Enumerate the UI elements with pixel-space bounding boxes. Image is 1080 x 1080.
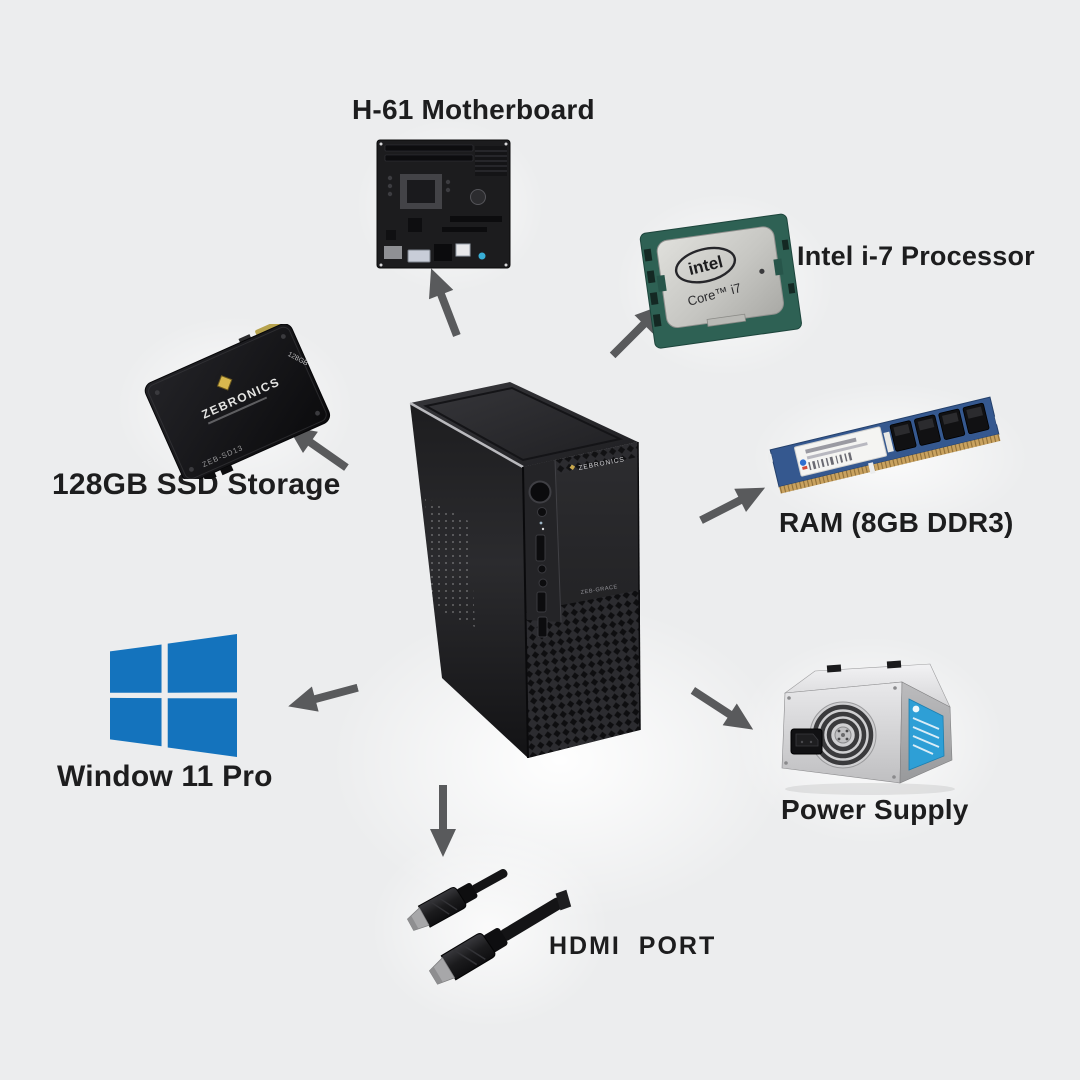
power-supply-label: Power Supply [781,794,969,825]
windows-pane [110,644,162,693]
arrow-shape [287,426,349,471]
hdmi-cables-image [406,868,572,985]
zebronics-diamond-icon [216,375,233,391]
psu-spec-label [908,698,945,771]
windows-label: Window 11 Pro [57,760,273,793]
windows-pane [167,698,237,757]
chipset-heatsink [475,146,507,176]
tower-right-edge [637,441,641,731]
chip-sheen [893,406,983,437]
hdmi-halo [370,828,610,1028]
cpu-edge-contacts [643,239,796,327]
ram-slots [384,144,474,162]
windows-logo-icon [110,634,237,757]
pc-tower-image: ZEBRONICS ZEB-GRACE [409,382,641,759]
usb-port [537,616,548,638]
motherboard-arrow-icon [428,268,461,338]
expansion-slots [442,216,502,232]
arrow-shape [690,687,754,730]
ssd-image: ZEBRONICS 128GB ZEB-SD13 [144,324,331,479]
io-strip-separator [554,459,562,623]
ihs-bottom-tab [706,313,747,327]
io-ports [384,243,486,263]
ssd-screws [154,334,320,472]
cpu-socket [400,174,442,209]
tower-top-face [410,382,638,467]
psu-shadow [785,783,955,795]
windows-pane [167,634,237,693]
tower-top-groove [423,386,624,462]
pin-notch [868,462,876,475]
edge-notch [994,415,1001,425]
ihs-notch [656,274,667,292]
motherboard-label: H-61 Motherboard [352,94,595,125]
processor-arrow-icon [609,304,664,359]
tower-model-text: ZEB-GRACE [580,584,618,596]
edge-notch [768,453,774,463]
audio-jack [538,578,548,588]
ssd-connector-nub [203,471,217,479]
led-indicator [539,521,543,525]
ram-label-sticker [794,426,888,477]
ram-gold-pins [779,434,1001,494]
psu-ac-inlet [790,728,823,755]
psu-hook-tab [886,660,902,669]
ihs-notch [773,258,784,276]
hdmi-plug-small [406,868,508,931]
arrow-shape [430,785,456,857]
processor-image: intel Core™ i7 [639,213,802,349]
tower-front-edge [522,466,529,759]
tower-silver-trim [409,401,524,469]
ssd-subtitle-bar [207,396,268,425]
ssd-rim [148,326,327,479]
tower-front-io [528,480,552,638]
motherboard-image [376,139,511,269]
ssd-arrow-icon [287,426,349,471]
small-sticker [883,431,894,453]
arrow-shape [609,304,664,359]
cpu-dot [759,268,765,274]
hdmi-plug-large [428,889,572,985]
tower-side-vents [425,497,475,627]
audio-jack [537,564,547,574]
ssd-label: 128GB SSD Storage [52,468,341,501]
reset-button [537,507,547,517]
arrow-shape [699,487,766,524]
arrow-shape [428,268,461,338]
usb-port [536,591,547,613]
psu-screws [784,686,897,779]
hdmi-arrow-icon [430,785,456,857]
cmos-battery [470,189,486,205]
power-button [528,480,552,504]
mount-screws [379,142,508,267]
psu-hook-tab [826,664,842,673]
windows-pane [110,697,162,747]
ssd-body [144,324,331,479]
windows-arrow-icon [288,683,359,712]
ram-label: RAM (8GB DDR3) [779,507,1014,538]
led-indicator [541,527,545,531]
capacitors [387,175,451,197]
ram-image [768,396,1001,494]
processor-label: Intel i-7 Processor [797,241,1035,271]
power-supply-image [781,660,955,795]
ram-arrow-icon [699,487,766,524]
usb-port [535,534,546,562]
tower-mesh-grille [526,590,640,758]
chip [408,218,422,232]
hdmi-label: HDMI PORT [549,932,717,960]
chip [386,230,396,240]
arrow-shape [288,683,359,712]
power-supply-arrow-icon [690,687,754,730]
ssd-connector-nub [220,464,234,476]
